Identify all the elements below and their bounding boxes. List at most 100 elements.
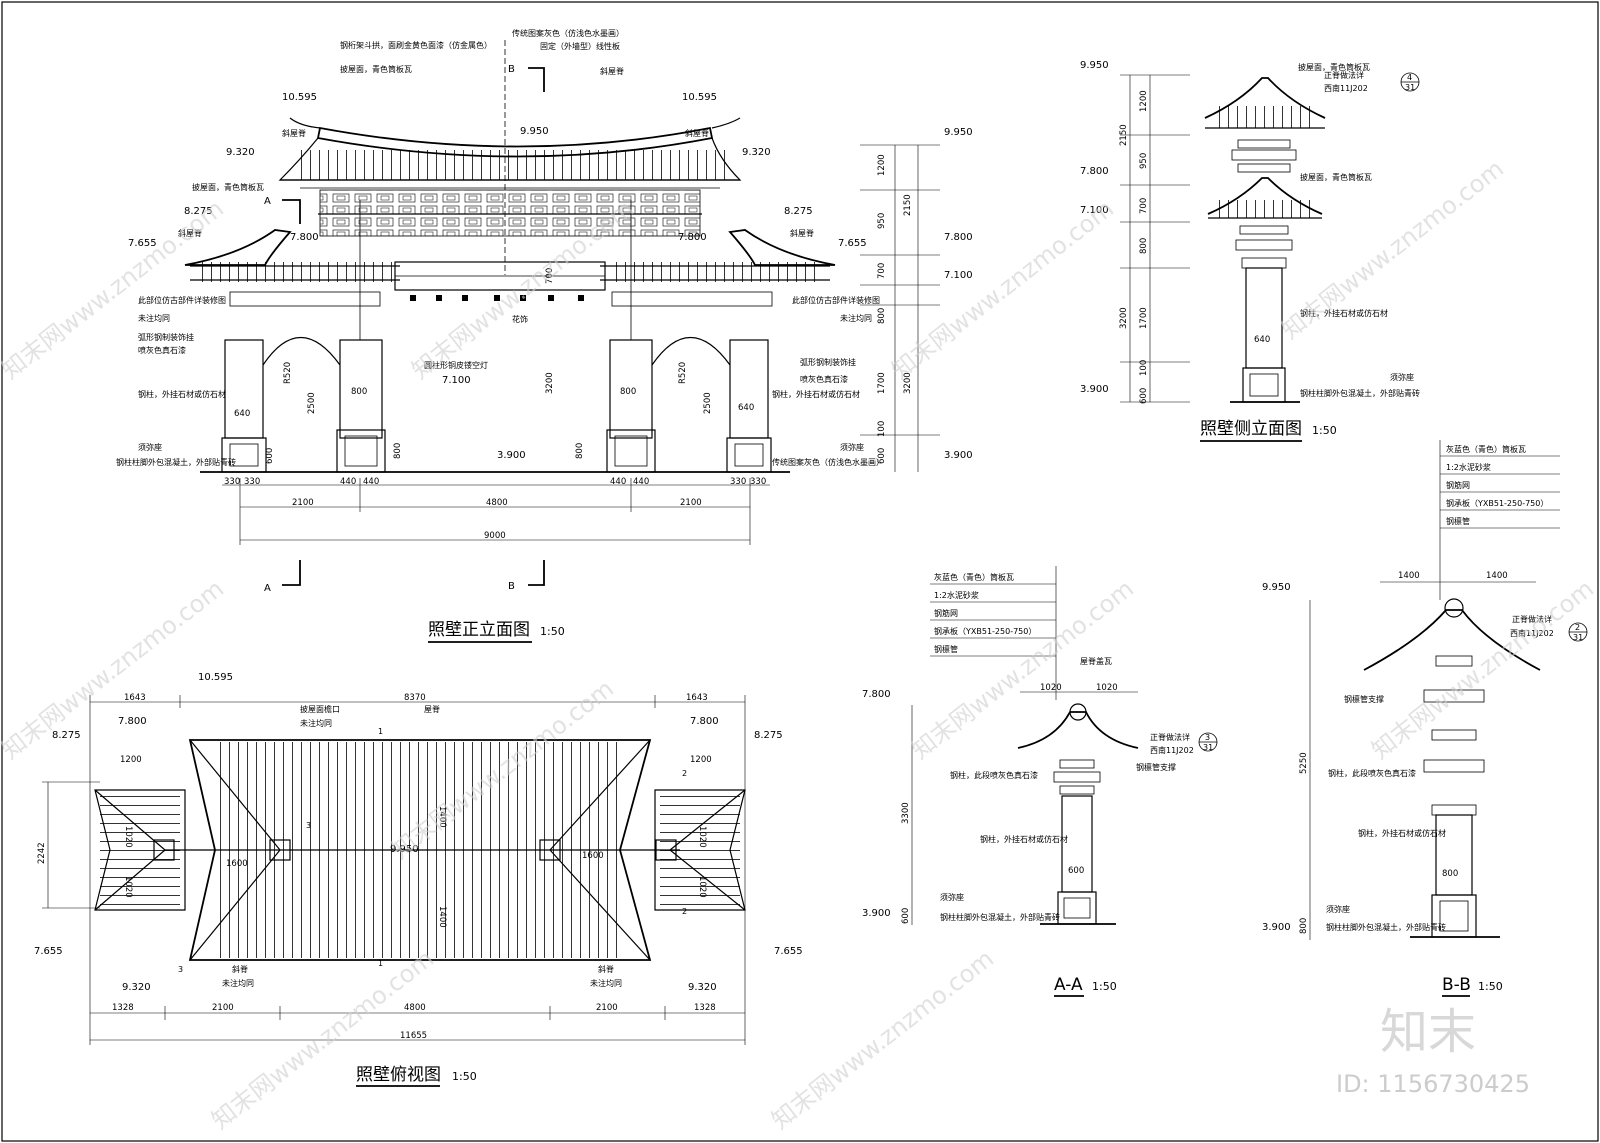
svg-text:3200: 3200 — [1119, 307, 1129, 329]
svg-text:2: 2 — [1575, 623, 1580, 632]
svg-text:斜屋脊: 斜屋脊 — [685, 128, 709, 138]
svg-text:1600: 1600 — [226, 859, 248, 869]
right-arch — [651, 337, 731, 366]
section-aa: 灰蓝色（青色）筒板瓦 1:2水泥砂浆 钢筋网 钢承板（YXB51-250-750… — [862, 566, 1218, 997]
svg-text:640: 640 — [234, 409, 250, 419]
svg-text:R520: R520 — [678, 362, 688, 384]
svg-text:披屋面檐口: 披屋面檐口 — [300, 704, 340, 714]
svg-text:600: 600 — [1139, 388, 1149, 404]
svg-text:弧形钢制装饰挂: 弧形钢制装饰挂 — [138, 332, 194, 342]
svg-text:钢筋网: 钢筋网 — [1446, 480, 1470, 490]
svg-text:100: 100 — [1139, 360, 1149, 376]
svg-text:3.900: 3.900 — [1080, 384, 1109, 395]
svg-text:1200: 1200 — [690, 755, 712, 765]
svg-text:1328: 1328 — [694, 1003, 716, 1013]
svg-text:1:50: 1:50 — [1478, 980, 1503, 993]
svg-text:9.320: 9.320 — [122, 982, 151, 993]
bracket-panel — [319, 189, 701, 237]
elev-9950-center: 9.950 — [520, 126, 549, 137]
svg-text:钢承板（YXB51-250-750）: 钢承板（YXB51-250-750） — [934, 626, 1036, 636]
svg-text:1643: 1643 — [686, 693, 708, 703]
svg-text:8.275: 8.275 — [754, 730, 783, 741]
svg-text:1400: 1400 — [1398, 571, 1420, 581]
svg-text:600: 600 — [877, 448, 887, 464]
svg-text:1: 1 — [378, 959, 383, 968]
svg-text:钢檩管支撑: 钢檩管支撑 — [1136, 762, 1176, 772]
elev-7655-left: 7.655 — [128, 238, 157, 249]
svg-text:1:50: 1:50 — [1312, 424, 1337, 437]
plan-view: 10.595 8.275 7.800 7.800 8.275 9.950 7.6… — [34, 672, 803, 1087]
svg-text:钢筋网: 钢筋网 — [934, 608, 958, 618]
note-ridge-top: 斜屋脊 — [600, 66, 624, 76]
svg-text:须弥座: 须弥座 — [940, 892, 964, 902]
svg-text:800: 800 — [1139, 238, 1149, 254]
svg-text:1:50: 1:50 — [1092, 980, 1117, 993]
svg-text:1200: 1200 — [877, 154, 887, 176]
svg-text:弧形钢制装饰挂: 弧形钢制装饰挂 — [800, 357, 856, 367]
svg-text:花饰: 花饰 — [512, 314, 528, 324]
svg-text:800: 800 — [620, 387, 636, 397]
svg-text:须弥座: 须弥座 — [840, 442, 864, 452]
svg-text:100: 100 — [877, 421, 887, 437]
svg-text:2500: 2500 — [307, 392, 317, 414]
svg-text:灰蓝色（青色）筒板瓦: 灰蓝色（青色）筒板瓦 — [1446, 444, 1526, 454]
watermark-5: 知末网www.znzmo.com — [0, 574, 229, 764]
aa-title: A-A — [1054, 975, 1083, 995]
svg-text:600: 600 — [265, 448, 275, 464]
svg-text:未注均同: 未注均同 — [840, 313, 872, 323]
svg-text:未注均同: 未注均同 — [138, 313, 170, 323]
svg-text:钢柱，此段喷灰色真石漆: 钢柱，此段喷灰色真石漆 — [1328, 768, 1416, 778]
svg-text:1700: 1700 — [1139, 307, 1149, 329]
svg-text:钢檩管支撑: 钢檩管支撑 — [1344, 694, 1384, 704]
elev-7800-right: 7.800 — [678, 232, 707, 243]
svg-text:440: 440 — [610, 477, 626, 487]
svg-text:钢柱柱脚外包混凝土，外部贴青砖: 钢柱柱脚外包混凝土，外部贴青砖 — [116, 457, 236, 467]
elev-7100-far: 7.100 — [944, 270, 973, 281]
svg-text:2100: 2100 — [292, 498, 314, 508]
svg-text:3.900: 3.900 — [862, 908, 891, 919]
svg-text:2150: 2150 — [903, 194, 913, 216]
plan-title: 照壁俯视图 — [356, 1065, 441, 1085]
svg-text:700: 700 — [877, 263, 887, 279]
svg-text:钢柱，此段喷灰色真石漆: 钢柱，此段喷灰色真石漆 — [950, 770, 1038, 780]
watermark-7: 知末网www.znzmo.com — [906, 574, 1139, 764]
upper-roof-rafters — [300, 150, 730, 180]
svg-text:2150: 2150 — [1119, 124, 1129, 146]
svg-text:钢柱柱脚外包混凝土，外部贴青砖: 钢柱柱脚外包混凝土，外部贴青砖 — [1300, 388, 1420, 398]
svg-text:须弥座: 须弥座 — [1390, 372, 1414, 382]
svg-text:1020: 1020 — [123, 876, 133, 898]
svg-text:B: B — [508, 64, 515, 75]
svg-text:9.950: 9.950 — [1262, 582, 1291, 593]
svg-text:钢柱柱脚外包混凝土，外部贴青砖: 钢柱柱脚外包混凝土，外部贴青砖 — [940, 912, 1060, 922]
svg-text:西南11J202: 西南11J202 — [1150, 745, 1194, 755]
svg-text:B: B — [508, 581, 515, 592]
svg-text:1020: 1020 — [697, 826, 707, 848]
svg-text:钢柱，外挂石材或仿石材: 钢柱，外挂石材或仿石材 — [772, 389, 860, 399]
svg-text:1:50: 1:50 — [452, 1070, 477, 1083]
elev-7100-lamp: 7.100 — [442, 375, 471, 386]
watermark-logo: 知末 — [1380, 1004, 1476, 1060]
svg-text:7.800: 7.800 — [1080, 166, 1109, 177]
elev-7800-left: 7.800 — [290, 232, 319, 243]
svg-text:2100: 2100 — [596, 1003, 618, 1013]
svg-text:钢柱，外挂石材或仿石材: 钢柱，外挂石材或仿石材 — [1300, 308, 1388, 318]
svg-text:未注均同: 未注均同 — [222, 978, 254, 988]
svg-text:斜脊: 斜脊 — [598, 964, 614, 974]
svg-text:西南11J202: 西南11J202 — [1510, 628, 1554, 638]
front-title: 照壁正立面图 — [428, 620, 530, 640]
svg-text:640: 640 — [738, 403, 754, 413]
svg-text:斜屋脊: 斜屋脊 — [178, 228, 202, 238]
svg-text:600: 600 — [901, 908, 911, 924]
svg-text:2: 2 — [682, 907, 687, 916]
svg-text:800: 800 — [575, 443, 585, 459]
watermark-10: 知末网www.znzmo.com — [766, 944, 999, 1134]
svg-text:11655: 11655 — [400, 1031, 427, 1041]
lanterns — [410, 295, 584, 301]
front-scale: 1:50 — [540, 625, 565, 638]
svg-text:800: 800 — [1442, 869, 1458, 879]
svg-text:330: 330 — [224, 477, 240, 487]
svg-text:钢柱，外挂石材或仿石材: 钢柱，外挂石材或仿石材 — [1358, 828, 1446, 838]
svg-text:8370: 8370 — [404, 693, 426, 703]
svg-text:4800: 4800 — [486, 498, 508, 508]
svg-text:330: 330 — [244, 477, 260, 487]
